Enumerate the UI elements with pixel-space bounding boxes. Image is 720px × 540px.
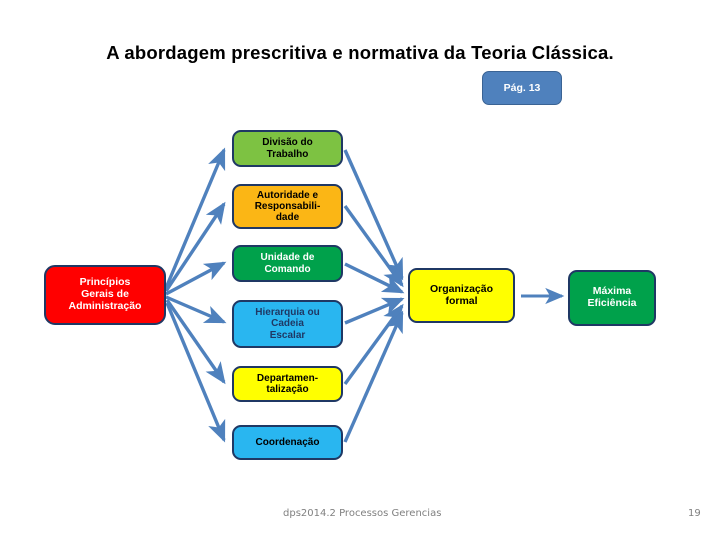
- node-hierarquia-cadeia-escalar[interactable]: Hierarquia ou Cadeia Escalar: [232, 300, 343, 348]
- node-divisao-do-trabalho[interactable]: Divisão do Trabalho: [232, 130, 343, 167]
- page-title: A abordagem prescritiva e normativa da T…: [106, 42, 614, 63]
- footer-page-number: 19: [688, 508, 701, 519]
- node-autoridade-responsabilidade[interactable]: Autoridade e Responsabili- dade: [232, 184, 343, 229]
- footer-course-label: dps2014.2 Processos Gerencias: [283, 508, 442, 519]
- node-coordenacao[interactable]: Coordenação: [232, 425, 343, 460]
- node-organizacao-formal[interactable]: Organização formal: [408, 268, 515, 323]
- node-departamentalizacao[interactable]: Departamen- talização: [232, 366, 343, 402]
- node-maxima-eficiencia[interactable]: Máxima Eficiência: [568, 270, 656, 326]
- node-principios-gerais-administracao[interactable]: Princípios Gerais de Administração: [44, 265, 166, 325]
- page-reference-badge: Pág. 13: [482, 71, 562, 105]
- node-unidade-de-comando[interactable]: Unidade de Comando: [232, 245, 343, 282]
